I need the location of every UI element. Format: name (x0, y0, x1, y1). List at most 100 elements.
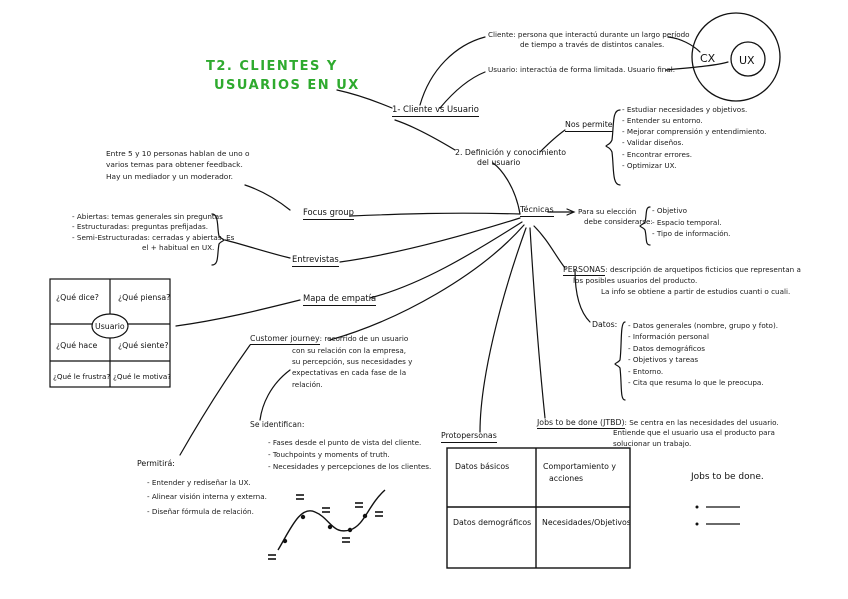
permitira-item: - Diseñar fórmula de relación. (147, 506, 254, 516)
empathy-q-hace: ¿Qué hace (56, 341, 98, 350)
se-identifican-list: - Fases desde el punto de vista del clie… (268, 437, 431, 474)
brace-datos (614, 321, 626, 401)
jtbd-desc-line: : Se centra en las necesidades del usuar… (624, 418, 779, 427)
permitira-item: - Alinear visión interna y externa. (147, 492, 267, 502)
cliente-line-1: Cliente: persona que interactú durante u… (488, 30, 690, 39)
brace-para (639, 206, 651, 246)
identifican-item: - Necesidades y percepciones de los clie… (268, 462, 432, 472)
link-tecnicas-focus (349, 212, 521, 217)
empathy-map-grid (49, 278, 171, 388)
link-def-nospermite (539, 129, 566, 153)
venn-cx-label: CX (700, 52, 716, 65)
link-title-cliente (336, 89, 393, 109)
datos-item: - Objetivos y tareas (628, 355, 699, 365)
nos-permite-item: - Encontrar errores. (622, 149, 692, 159)
se-identifican-label: Se identifican: (250, 420, 305, 429)
personas-desc-line: : descripción de arquetipos ficticios qu… (605, 265, 801, 274)
datos-item: - Datos generales (nombre, grupo y foto)… (628, 321, 779, 330)
identifican-item: - Fases desde el punto de vista del clie… (268, 438, 422, 447)
permitira-node: Permitirá: (137, 459, 175, 468)
personas-block: PERSONAS: descripción de arquetipos fict… (563, 264, 801, 297)
empathy-q-motiva: ¿Qué le motiva? (113, 372, 172, 381)
journey-marks (268, 494, 383, 560)
usuario-definition: Usuario: interactúa de forma limitada. U… (488, 65, 676, 74)
customer-journey-block: Customer journey: recorrido de un usuari… (250, 333, 412, 390)
jtbd-checklist (695, 505, 740, 526)
mapa-empatia-node: Mapa de empatía (303, 293, 377, 306)
proto-cell-datos-basicos: Datos básicos (455, 462, 510, 471)
para-line-1: Para su elección (578, 207, 637, 216)
nos-permite-item: - Entender su entorno. (622, 116, 703, 126)
journey-desc-line: relación. (292, 379, 323, 389)
journey-desc-line: con su relación con la empresa, (292, 346, 407, 356)
link-entrevistas-list (224, 239, 291, 259)
proto-cell-comportamiento: Comportamiento y acciones (543, 461, 616, 484)
definicion-line-2: del usuario (477, 157, 521, 167)
venn-diagram (691, 12, 781, 102)
nos-permite-item: - Validar diseños. (622, 138, 684, 148)
nos-permite-list: - Estudiar necesidades y objetivos. - En… (622, 104, 766, 171)
entrevistas-item: el + habitual en UX. (142, 243, 215, 253)
link-tecnicas-proto (479, 227, 527, 433)
link-tecnicas-jtbd (529, 227, 546, 419)
brace-nospermite (605, 109, 621, 186)
jtbd-node: Jobs to be done (JTBD) (537, 418, 625, 429)
title-line-1: T2. CLIENTES Y (206, 59, 338, 74)
journey-points (282, 513, 368, 544)
link-journey-identifican (259, 369, 291, 421)
jtbd-block: Jobs to be done (JTBD): Se centra en las… (537, 417, 779, 449)
protopersonas-node: Protopersonas (441, 431, 497, 443)
link-personas-datos (574, 269, 591, 323)
personas-desc-line: La info se obtiene a partir de estudios … (601, 286, 791, 296)
personas-desc-line: los posibles usuarios del producto. (573, 275, 698, 285)
jtbd-desc-line: Entiende que el usuario usa el producto … (613, 428, 775, 438)
link-mapa-grid (175, 299, 301, 327)
datos-item: - Cita que resuma lo que le preocupa. (628, 377, 764, 387)
link-tecnicas-entrevistas (339, 217, 521, 263)
nos-permite-item: - Optimizar UX. (622, 160, 677, 170)
focus-desc-line: varios temas para obtener feedback. (106, 160, 243, 170)
datos-node: Datos: (592, 320, 618, 329)
para-item: - Tipo de información. (652, 229, 731, 239)
journey-desc-line: su percepción, sus necesidades y (292, 357, 413, 367)
entrevistas-item: - Semi-Estructuradas: cerradas y abierta… (72, 232, 235, 242)
datos-item: - Entorno. (628, 366, 664, 376)
proto-cell-line: Comportamiento y (543, 462, 616, 471)
nos-permite-item: - Estudiar necesidades y objetivos. (622, 105, 748, 114)
para-item: - Espacio temporal. (652, 217, 722, 227)
definicion-node: 2. Definición y conocimiento del usuario (455, 148, 566, 167)
permitira-list: - Entender y rediseñar la UX. - Alinear … (147, 476, 267, 519)
datos-list: - Datos generales (nombre, grupo y foto)… (628, 320, 778, 388)
para-line-2: debe considerarse: (584, 216, 653, 226)
link-tecnicas-personas (533, 225, 566, 269)
identifican-item: - Touchpoints y moments of truth. (268, 450, 390, 460)
proto-cell-necesidades: Necesidades/Objetivos (542, 518, 631, 527)
entrevistas-item: - Abiertas: temas generales sin pregunta… (72, 212, 223, 221)
empathy-q-dice: ¿Qué dice? (56, 293, 99, 302)
tecnicas-center-node: Técnicas (520, 205, 554, 217)
focus-group-node: Focus group (303, 207, 354, 220)
cliente-vs-usuario-node: 1- Cliente vs Usuario (392, 104, 479, 117)
link-journey-permitira (179, 344, 251, 456)
customer-journey-node: Customer journey (250, 334, 320, 345)
focus-desc-line: Entre 5 y 10 personas hablan de uno o (106, 149, 250, 158)
datos-item: - Información personal (628, 332, 709, 342)
jtbd-desc-line: solucionar un trabajo. (613, 438, 692, 448)
empathy-q-siente: ¿Qué siente? (118, 341, 169, 350)
link-focus-desc (244, 184, 291, 211)
empathy-q-frustra: ¿Qué le frustra? (53, 372, 111, 381)
brace-entrevistas (211, 213, 225, 266)
proto-cell-line: acciones (549, 473, 584, 483)
cx-circle (691, 12, 781, 102)
link-def-cliente (394, 119, 456, 151)
para-su-eleccion: Para su elección debe considerarse: (578, 207, 653, 226)
nos-permite-item: - Mejorar comprensión y entendimiento. (622, 127, 767, 137)
entrevistas-item: - Estructuradas: preguntas prefijadas. (72, 222, 209, 232)
link-tecnicas-definicion (492, 162, 521, 215)
personas-node: PERSONAS (563, 265, 606, 276)
jtbd-side-title: Jobs to be done. (691, 472, 764, 482)
datos-item: - Datos demográficos (628, 343, 705, 353)
protopersonas-grid (446, 447, 631, 569)
link-usuario-venn (665, 61, 729, 71)
venn-ux-label: UX (739, 54, 755, 67)
